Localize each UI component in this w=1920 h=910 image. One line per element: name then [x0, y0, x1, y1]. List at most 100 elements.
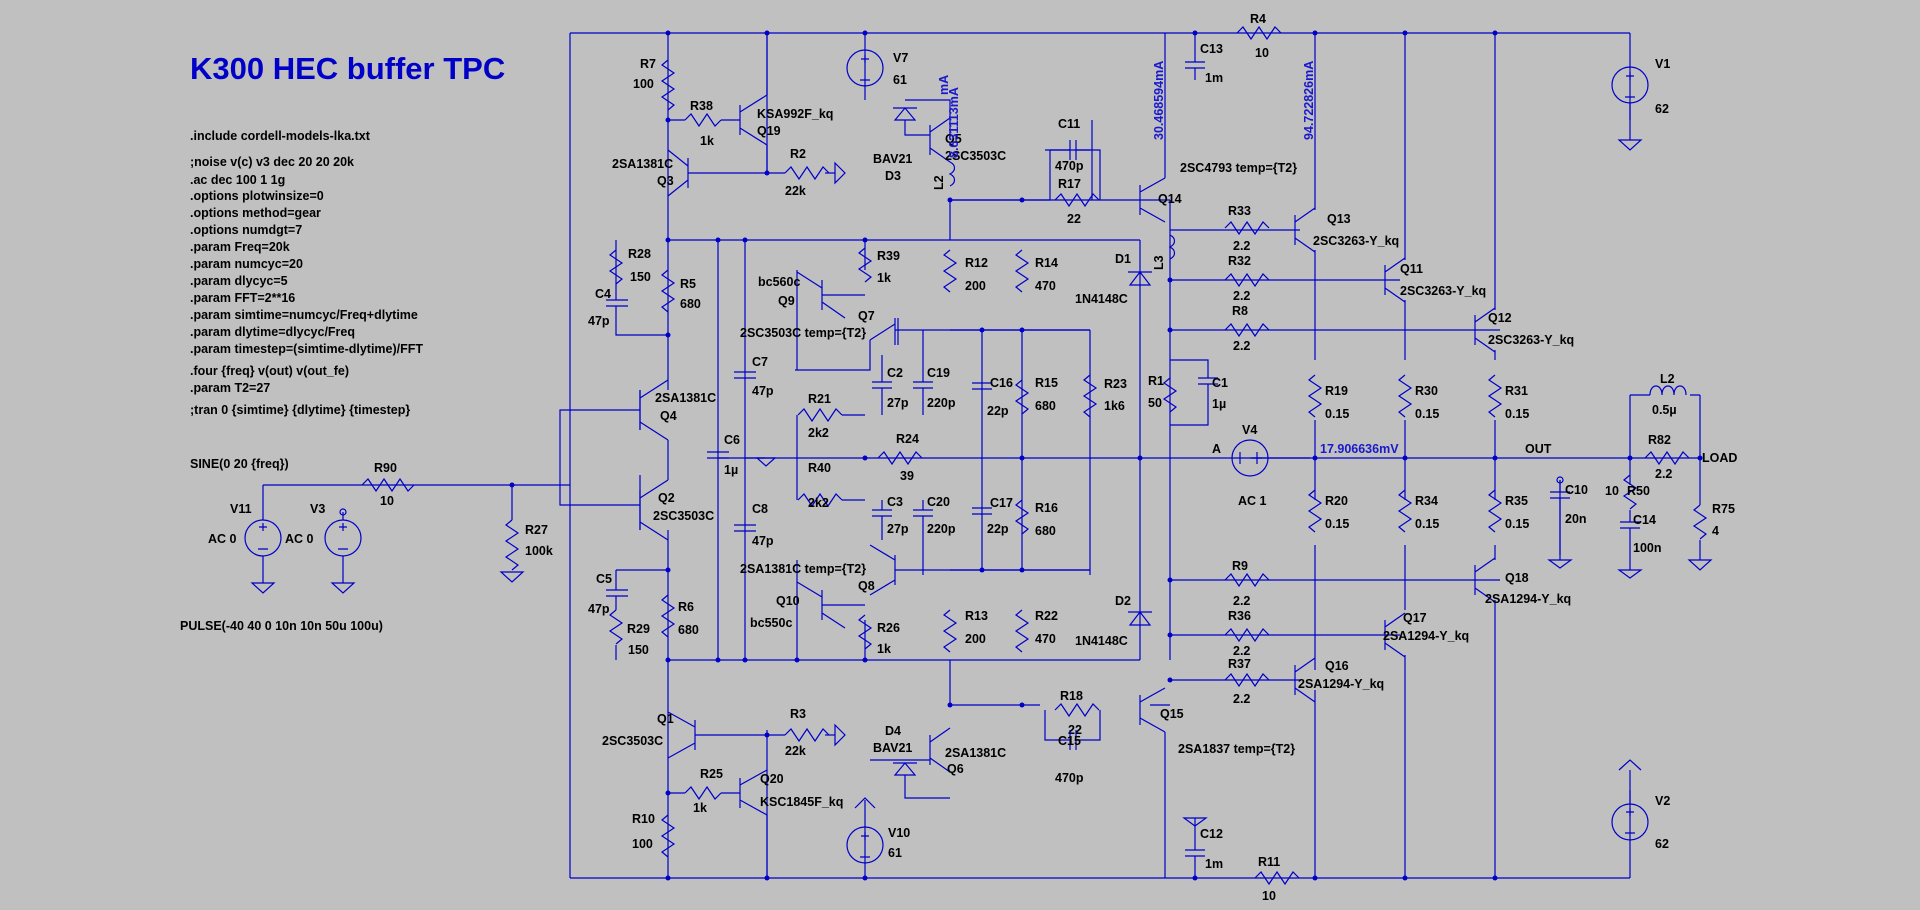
resistor-r37[interactable]: R37 2.2 — [1224, 657, 1270, 706]
resistor-r30[interactable]: R30 0.15 — [1397, 374, 1439, 421]
resistor-r24[interactable]: R24 39 — [877, 432, 923, 483]
transistor-q14[interactable]: Q14 2SC4793 temp={T2} — [1139, 33, 1297, 223]
resistor-r38[interactable]: R38 1k — [668, 99, 740, 148]
transistor-q10[interactable]: Q10 bc550c — [750, 581, 865, 630]
transistor-q19[interactable]: KSA992F_kq Q19 — [739, 33, 833, 146]
transistor-q5[interactable]: Q5 2SC3503C — [929, 117, 1006, 163]
resistor-r36[interactable]: R36 2.2 — [1224, 609, 1270, 658]
inductor-l3[interactable]: L3 — [1152, 234, 1176, 270]
directive[interactable]: .ac dec 100 1 1g — [190, 173, 285, 187]
resistor-r22[interactable]: R22 470 — [1014, 609, 1058, 653]
resistor-r27[interactable]: R27 100k — [499, 519, 553, 583]
resistor-r7[interactable]: R7 100 — [633, 57, 676, 111]
resistor-r33[interactable]: R33 2.2 — [1224, 204, 1270, 253]
directive[interactable]: .param simtime=numcyc/Freq+dlytime — [190, 308, 418, 322]
capacitor-c5[interactable]: C5 47p — [588, 569, 668, 616]
capacitor-c17[interactable]: C17 22p — [972, 496, 1013, 536]
resistor-r2[interactable]: R2 22k — [767, 147, 846, 198]
resistor-r6[interactable]: R6 680 — [660, 594, 699, 638]
directive[interactable]: .four {freq} v(out) v(out_fe) — [190, 364, 349, 378]
capacitor-c7[interactable]: C7 47p — [734, 355, 774, 398]
diode-d2[interactable]: D2 1N4148C — [1075, 594, 1152, 648]
directive[interactable]: .param FFT=2**16 — [190, 291, 295, 305]
transistor-q8[interactable]: Q8 2SA1381C temp={T2} — [740, 544, 1090, 596]
resistor-r50[interactable]: R50 10 — [1605, 474, 1650, 510]
transistor-q17[interactable]: Q17 2SA1294-Y_kq — [1383, 611, 1469, 658]
transistor-q7[interactable]: Q7 2SC3503C temp={T2} — [740, 309, 1090, 371]
directive[interactable]: ;tran 0 {simtime} {dlytime} {timestep} — [190, 403, 410, 417]
directive[interactable]: .options numdgt=7 — [190, 223, 302, 237]
capacitor-c15[interactable]: C15 470p — [1044, 710, 1101, 785]
transistor-q4[interactable]: 2SA1381C Q4 — [639, 379, 716, 441]
resistor-r8[interactable]: R8 2.2 — [1224, 304, 1270, 353]
resistor-r9[interactable]: R9 2.2 — [1224, 559, 1270, 608]
resistor-r20[interactable]: R20 0.15 — [1307, 489, 1349, 533]
capacitor-c12[interactable]: C12 1m — [1182, 817, 1223, 878]
resistor-r23[interactable]: R23 1k6 — [1082, 374, 1127, 418]
voltage-source-v7[interactable]: V7 61 — [846, 49, 908, 87]
resistor-r18[interactable]: R18 22 — [1054, 689, 1100, 737]
resistor-r13[interactable]: R13 200 — [942, 609, 988, 653]
resistor-r5[interactable]: R5 680 — [660, 269, 701, 313]
voltage-source-v10[interactable]: V10 61 — [846, 797, 910, 864]
inductor-l2[interactable]: L2 0.5µ — [1649, 372, 1687, 417]
transistor-q6[interactable]: 2SA1381C Q6 — [929, 727, 1006, 776]
capacitor-c8[interactable]: C8 47p — [734, 502, 774, 548]
resistor-r82[interactable]: R82 2.2 — [1644, 433, 1690, 481]
voltage-source-v11[interactable]: V11 AC 0 — [208, 485, 282, 594]
resistor-r12[interactable]: R12 200 — [942, 249, 988, 293]
capacitor-c11[interactable]: C11 470p — [1045, 117, 1101, 200]
directive[interactable]: .param T2=27 — [190, 381, 270, 395]
capacitor-c4[interactable]: C4 47p — [588, 240, 668, 336]
directive[interactable]: .include cordell-models-lka.txt — [190, 129, 371, 143]
resistor-r14[interactable]: R14 470 — [1014, 249, 1058, 293]
resistor-r16[interactable]: R16 680 — [1014, 499, 1058, 538]
transistor-q1[interactable]: Q1 2SC3503C — [602, 711, 767, 759]
transistor-q16[interactable]: Q16 2SA1294-Y_kq — [1294, 657, 1384, 703]
capacitor-c10[interactable]: C10 20n — [1547, 476, 1588, 569]
capacitor-c2[interactable]: C2 27p — [872, 355, 909, 415]
capacitor-c13[interactable]: C13 1m — [1185, 33, 1223, 85]
transistor-q15[interactable]: Q15 2SA1837 temp={T2} — [1139, 687, 1295, 878]
directive[interactable]: .param timestep=(simtime-dlytime)/FFT — [190, 342, 423, 356]
resistor-r10[interactable]: R10 100 — [632, 812, 676, 858]
resistor-r90[interactable]: R90 10 — [361, 461, 415, 508]
directive[interactable]: .param dlytime=dlycyc/Freq — [190, 325, 355, 339]
transistor-q9[interactable]: bc560c Q9 — [758, 271, 865, 319]
resistor-r11[interactable]: R11 10 — [1254, 855, 1300, 903]
diode-d1[interactable]: D1 1N4148C — [1075, 252, 1152, 306]
resistor-r29[interactable]: R29 150 — [608, 609, 650, 660]
resistor-r32[interactable]: R32 2.2 — [1224, 254, 1270, 303]
transistor-q2[interactable]: Q2 2SC3503C — [639, 440, 714, 541]
resistor-r31[interactable]: R31 0.15 — [1487, 374, 1529, 421]
directive[interactable]: ;noise v(c) v3 dec 20 20 20k — [190, 155, 354, 169]
resistor-r35[interactable]: R35 0.15 — [1487, 489, 1529, 533]
transistor-q18[interactable]: Q18 2SA1294-Y_kq — [1474, 557, 1571, 606]
diode-d3[interactable]: BAV21 D3 — [873, 99, 951, 183]
voltage-source-v2[interactable]: V2 62 — [1611, 759, 1670, 851]
directive[interactable]: .param dlycyc=5 — [190, 274, 288, 288]
transistor-q13[interactable]: Q13 2SC3263-Y_kq — [1294, 207, 1399, 253]
resistor-r34[interactable]: R34 0.15 — [1397, 489, 1439, 533]
resistor-r25[interactable]: R25 1k — [668, 767, 740, 815]
directive[interactable]: .param numcyc=20 — [190, 257, 303, 271]
resistor-r19[interactable]: R19 0.15 — [1307, 374, 1349, 421]
directive[interactable]: .param Freq=20k — [190, 240, 290, 254]
resistor-r1[interactable]: R1 50 — [1148, 374, 1178, 413]
resistor-r4[interactable]: R4 10 — [1236, 12, 1282, 60]
transistor-q12[interactable]: Q12 2SC3263-Y_kq — [1474, 307, 1574, 353]
directive[interactable]: .options method=gear — [190, 206, 321, 220]
resistor-r3[interactable]: R3 22k — [767, 707, 846, 758]
resistor-r40[interactable]: R40 2k2 — [796, 458, 865, 510]
inductor-l2-stage[interactable]: L2 — [932, 161, 956, 190]
voltage-source-v3[interactable]: V3 AC 0 — [285, 502, 362, 594]
transistor-q20[interactable]: Q20 KSC1845F_kq — [739, 769, 843, 878]
voltage-source-v4[interactable]: V4 AC 1 — [1231, 423, 1269, 508]
transistor-q3[interactable]: 2SA1381C Q3 — [612, 145, 768, 197]
directive[interactable]: .options plotwinsize=0 — [190, 189, 324, 203]
capacitor-c6[interactable]: C6 1µ — [707, 433, 777, 477]
resistor-r39[interactable]: R39 1k — [857, 247, 900, 285]
capacitor-c19[interactable]: C19 220p — [913, 330, 956, 415]
resistor-r17[interactable]: R17 22 — [1054, 177, 1100, 226]
